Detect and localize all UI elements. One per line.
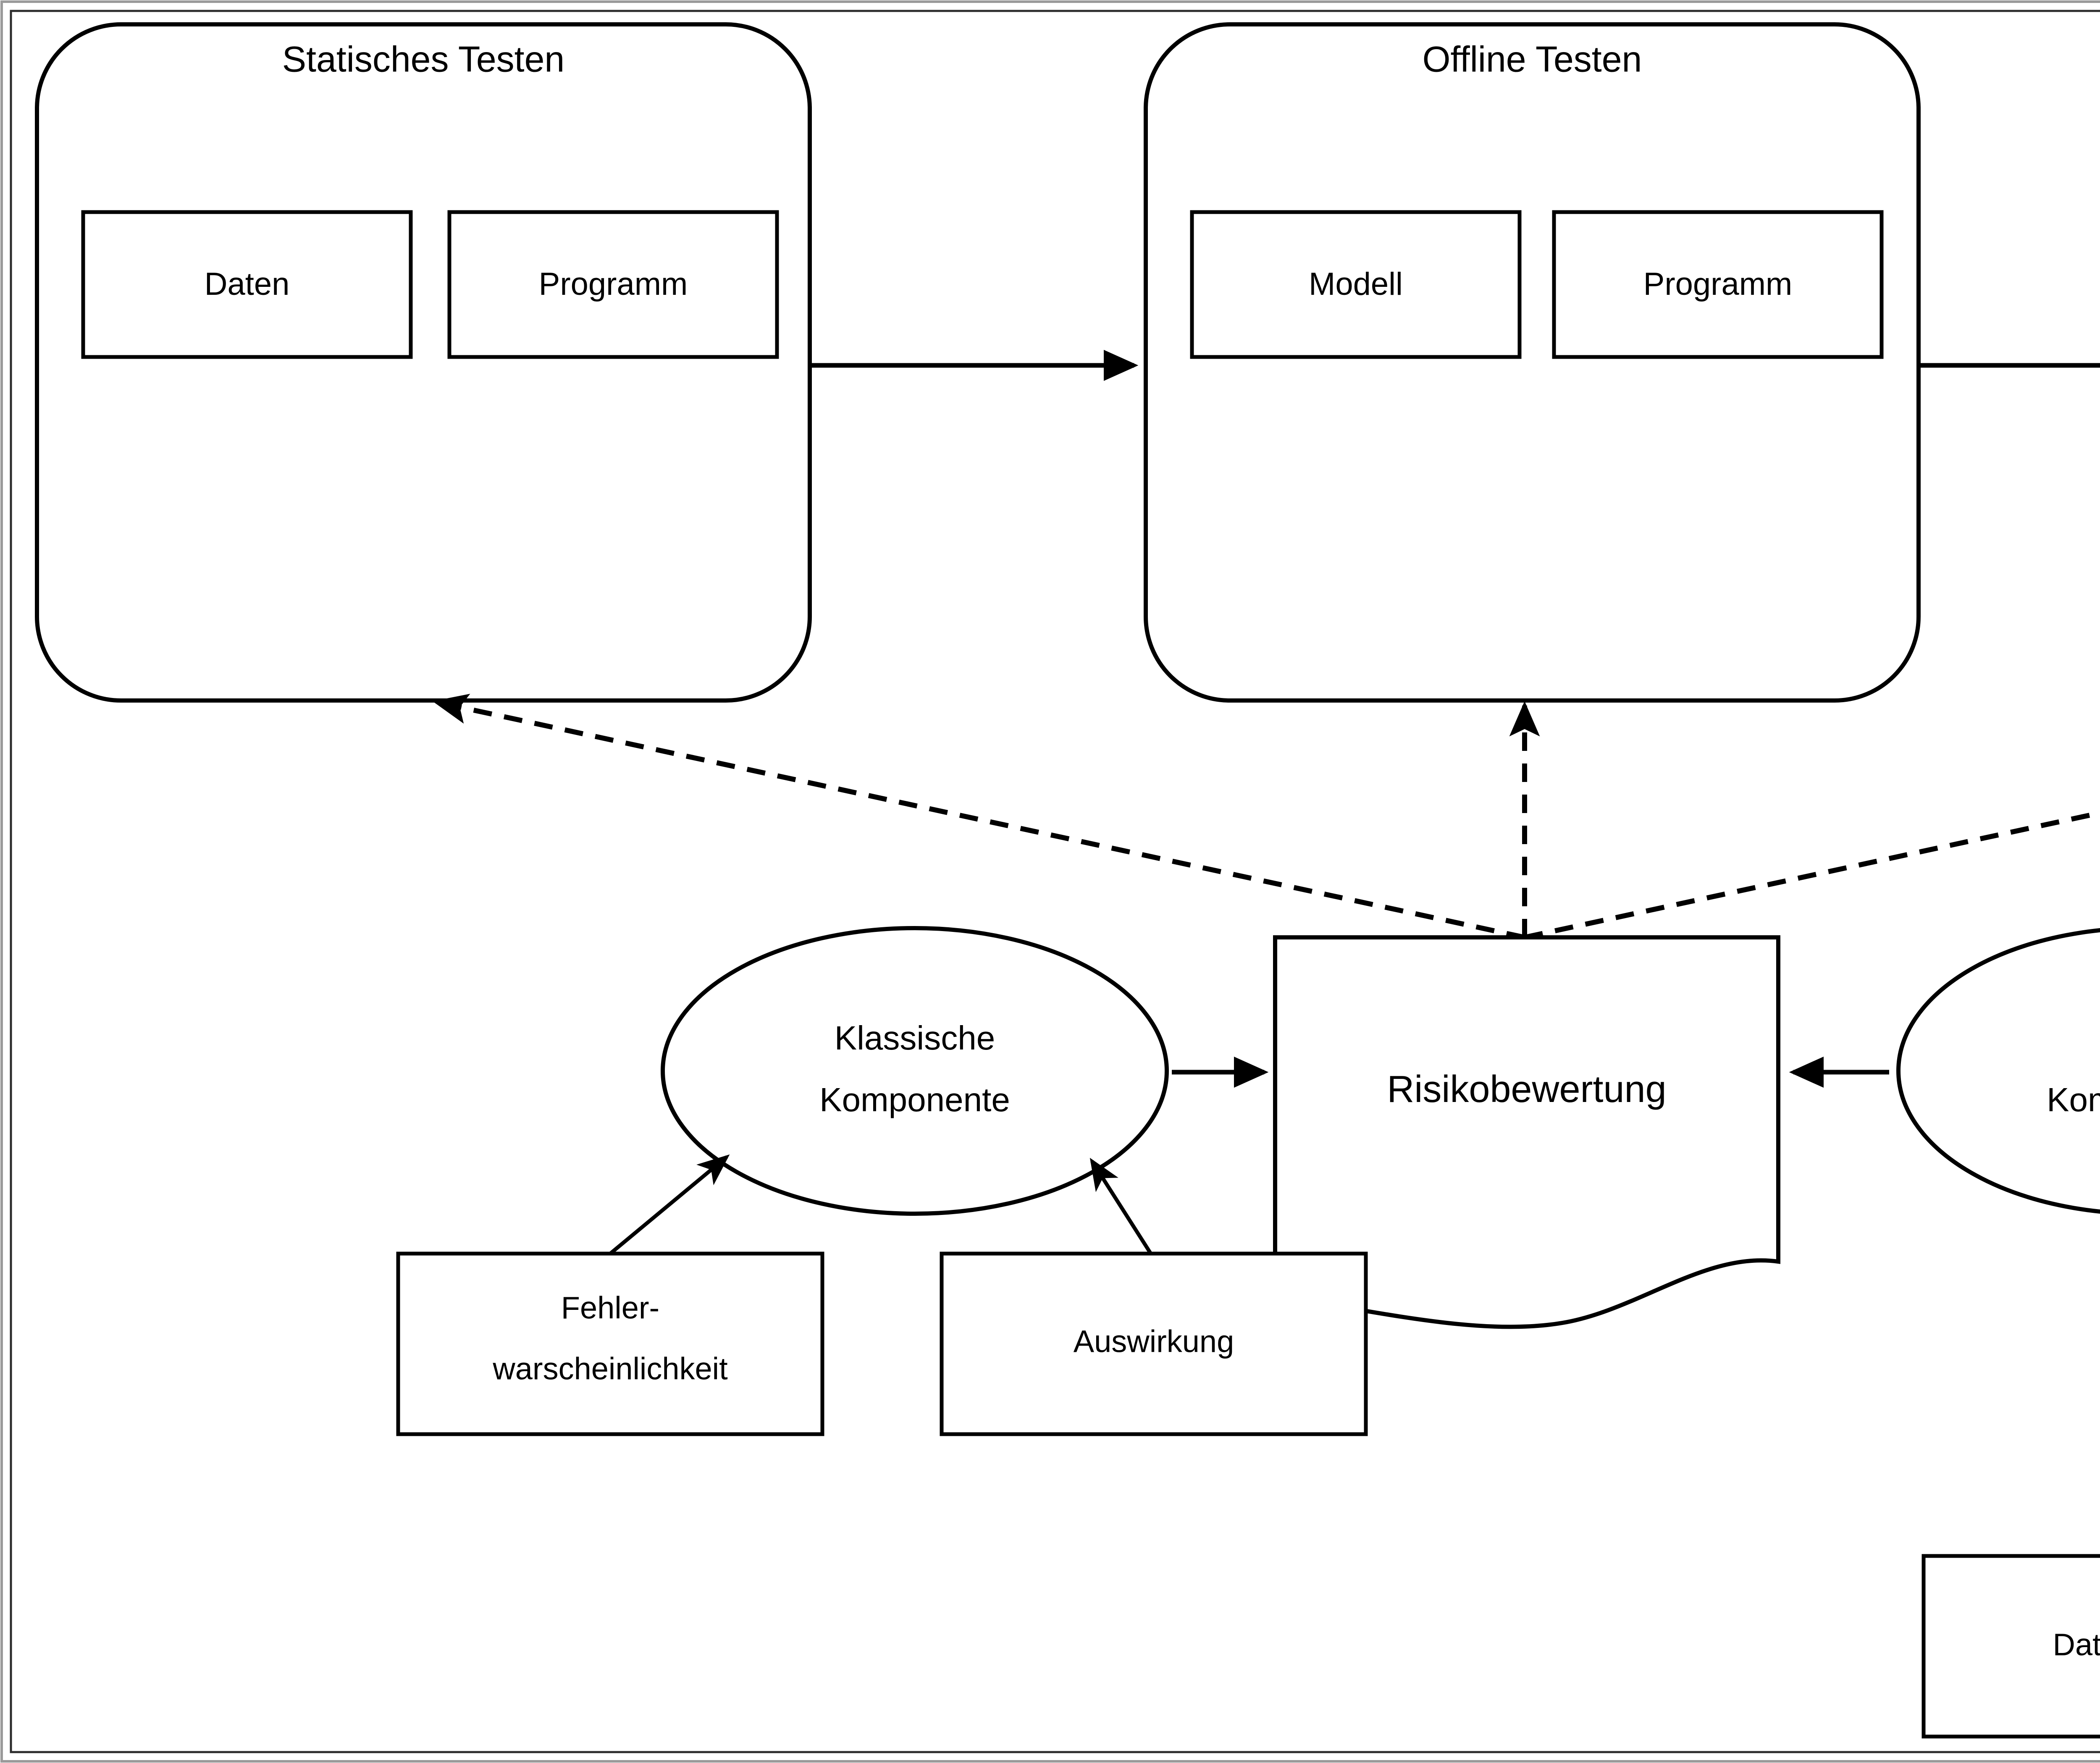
node-auswirkung-klassisch[interactable]: Auswirkung (940, 1251, 1368, 1436)
node-fehlerwarscheinlichkeit-box[interactable] (396, 1251, 824, 1436)
edge-risiko-to-online (1524, 810, 2100, 940)
node-datenquelle-label: Datenquelle (2053, 1627, 2100, 1662)
edge-risiko-to-statisches (432, 693, 1525, 940)
stage-statisches-testen-title: Statisches Testen (282, 39, 564, 80)
statisches-programm-box[interactable] (447, 210, 779, 359)
stage-offline-testen-box[interactable] (1144, 22, 1921, 703)
node-auswirkung-klassisch-label: Auswirkung (1074, 1324, 1234, 1359)
node-klassische-komponente-shape[interactable] (661, 926, 1169, 1216)
node-datenquelle-box[interactable] (1922, 1554, 2100, 1739)
node-ai-komponente-label-line2: Komponente (2047, 1081, 2100, 1118)
node-fehlerwarscheinlichkeit-label-line2: warscheinlichkeit (492, 1351, 728, 1386)
offline-programm-box[interactable] (1552, 210, 1884, 359)
statisches-daten-label: Daten (205, 266, 290, 302)
edge-fehler-to-klassisch (609, 1154, 730, 1255)
node-ai-komponente-shape[interactable] (1896, 928, 2100, 1214)
stage-offline-testen-title: Offline Testen (1423, 39, 1642, 80)
offline-modell-label: Modell (1309, 266, 1403, 302)
node-klassische-komponente-label-line1: Klassische (835, 1019, 995, 1057)
stage-offline-testen[interactable]: Offline Testen Modell Programm (1144, 22, 1921, 703)
node-auswirkung-klassisch-box[interactable] (940, 1251, 1368, 1436)
node-ai-komponente[interactable]: AI- Komponente (1896, 928, 2100, 1214)
offline-modell-box[interactable] (1190, 210, 1522, 359)
node-klassische-komponente-label-line2: Komponente (819, 1081, 1010, 1118)
offline-programm-label: Programm (1643, 266, 1793, 302)
edge-auswirkung-to-klassisch (1089, 1157, 1152, 1255)
page-frame-inner (10, 10, 2100, 1753)
node-fehlerwarscheinlichkeit-label-line1: Fehler- (561, 1291, 659, 1325)
node-klassische-komponente[interactable]: Klassische Komponente (661, 926, 1169, 1216)
stage-statisches-testen[interactable]: Statisches Testen Daten Programm (35, 22, 812, 703)
statisches-daten-box[interactable] (81, 210, 413, 359)
node-fehlerwarscheinlichkeit[interactable]: Fehler- warscheinlichkeit (396, 1251, 824, 1436)
node-risikobewertung[interactable]: Risikobewertung (1273, 935, 1780, 1329)
node-risikobewertung-label: Risikobewertung (1387, 1068, 1666, 1110)
node-datenquelle[interactable]: Datenquelle (1922, 1554, 2100, 1739)
statisches-programm-label: Programm (539, 266, 688, 302)
stage-statisches-testen-box[interactable] (35, 22, 812, 703)
